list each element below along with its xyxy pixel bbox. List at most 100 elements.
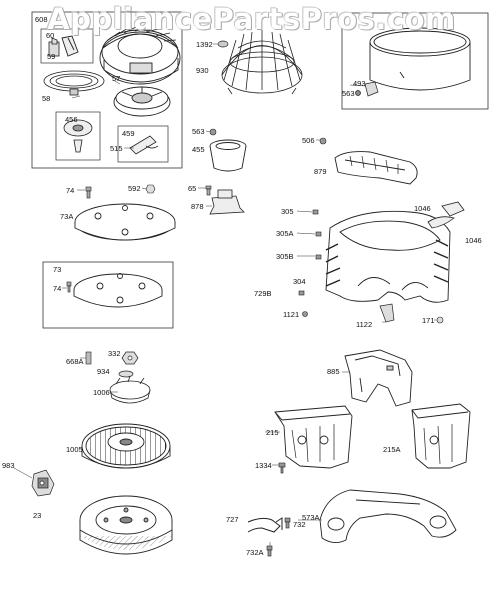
label-459: 459 xyxy=(122,129,135,138)
blower-cover-group-box xyxy=(42,261,174,329)
flywheel-23 xyxy=(79,495,173,555)
label-23: 23 xyxy=(33,511,41,520)
retainer-screw xyxy=(209,128,217,136)
label-592: 592 xyxy=(128,184,141,193)
cylinder-shield-215 xyxy=(274,405,353,469)
label-305A: 305A xyxy=(276,229,294,238)
label-215: 215 xyxy=(266,428,279,437)
air-vane-1046 xyxy=(427,201,465,229)
label-332: 332 xyxy=(108,349,121,358)
label-515: 515 xyxy=(110,144,123,153)
screw-732 xyxy=(284,517,291,529)
label-1006: 1006 xyxy=(93,388,110,397)
rewind-spring xyxy=(43,70,105,96)
label-934: 934 xyxy=(97,367,110,376)
screen-retainer-washer xyxy=(217,40,229,48)
label-73: 73 xyxy=(53,265,61,274)
housing-screws xyxy=(298,209,322,317)
screw-732A xyxy=(266,545,273,557)
shield-screw-1334 xyxy=(278,462,286,474)
label-1122: 1122 xyxy=(356,320,372,329)
flywheel-fan-1005 xyxy=(81,423,171,469)
part-labels: 608 60 59 57 58 456 459 515 1392 930 493… xyxy=(2,15,482,557)
flywheel-washer xyxy=(118,370,134,378)
label-732A: 732A xyxy=(246,548,264,557)
baffle-573A xyxy=(319,489,457,543)
label-668A: 668A xyxy=(66,357,84,366)
starter-rope xyxy=(129,135,159,155)
label-506: 506 xyxy=(302,136,315,145)
flywheel-nut xyxy=(121,351,139,365)
label-304: 304 xyxy=(293,277,306,286)
label-1392: 1392 xyxy=(196,40,213,49)
cover-screw-73 xyxy=(66,281,72,293)
label-65: 65 xyxy=(188,184,196,193)
rotating-screen-group-box xyxy=(341,12,489,110)
starter-rope-insert xyxy=(48,37,60,57)
label-215A: 215A xyxy=(383,445,401,454)
cylinder-head-shield-885 xyxy=(344,349,413,407)
bracket-727 xyxy=(247,517,283,533)
label-1121: 1121 xyxy=(283,310,299,319)
ignition-armature-983 xyxy=(31,469,55,497)
blower-housing-cover-73 xyxy=(73,273,163,308)
blower-housing-cover-73A xyxy=(74,203,176,241)
rectifier-bracket xyxy=(209,189,245,215)
air-guide-shroud xyxy=(334,151,418,185)
pulley-subgroup-box xyxy=(55,111,101,161)
label-608: 608 xyxy=(35,15,48,24)
label-1046-top: 1046 xyxy=(414,204,431,213)
fan-retainer-1006 xyxy=(109,375,151,404)
rope-subgroup-box xyxy=(117,125,169,163)
label-305B: 305B xyxy=(276,252,294,261)
label-885: 885 xyxy=(327,367,340,376)
screen-retainer-cup xyxy=(209,139,247,172)
label-563: 563 xyxy=(342,89,355,98)
label-57: 57 xyxy=(112,74,120,83)
label-171: 171 xyxy=(422,316,435,325)
label-493: 493 xyxy=(353,79,366,88)
rewind-starter-housing xyxy=(99,25,181,85)
label-455: 455 xyxy=(192,145,205,154)
label-563-retainer: 563 xyxy=(192,127,205,136)
label-573A: 573A xyxy=(302,513,320,522)
label-1005: 1005 xyxy=(66,445,83,454)
label-305: 305 xyxy=(281,207,294,216)
recoil-starter-group-box xyxy=(31,11,183,169)
starter-handle xyxy=(61,35,79,57)
label-74: 74 xyxy=(66,186,74,195)
label-1046-right: 1046 xyxy=(465,236,482,245)
clip-171 xyxy=(436,316,444,324)
label-1334: 1334 xyxy=(255,461,272,470)
starter-pulley xyxy=(113,86,171,117)
handle-subgroup-box xyxy=(40,28,94,64)
label-58: 58 xyxy=(42,94,50,103)
label-456: 456 xyxy=(65,115,78,124)
label-74-cover: 74 xyxy=(53,284,61,293)
cover-screw xyxy=(85,186,92,199)
bracket-screw xyxy=(205,185,212,196)
pulley-pawl xyxy=(63,119,93,153)
label-729B: 729B xyxy=(254,289,272,298)
label-727: 727 xyxy=(226,515,239,524)
label-60: 60 xyxy=(46,31,54,40)
cylinder-shield-215A xyxy=(411,403,471,469)
rotating-screen xyxy=(221,30,303,95)
label-73A: 73A xyxy=(60,212,73,221)
cover-nut xyxy=(145,184,156,194)
watermark: AppliancePartsPros.com xyxy=(47,2,456,36)
label-59: 59 xyxy=(47,52,55,61)
blower-housing xyxy=(325,210,451,303)
label-930: 930 xyxy=(196,66,209,75)
label-732: 732 xyxy=(293,520,306,529)
flywheel-stud xyxy=(85,351,92,365)
leader-lines xyxy=(13,43,437,546)
guide-clip-1122 xyxy=(379,303,395,323)
label-879: 879 xyxy=(314,167,327,176)
grass-screen-drum xyxy=(369,27,471,91)
screen-bracket xyxy=(355,81,379,97)
label-983: 983 xyxy=(2,461,15,470)
label-878: 878 xyxy=(191,202,204,211)
